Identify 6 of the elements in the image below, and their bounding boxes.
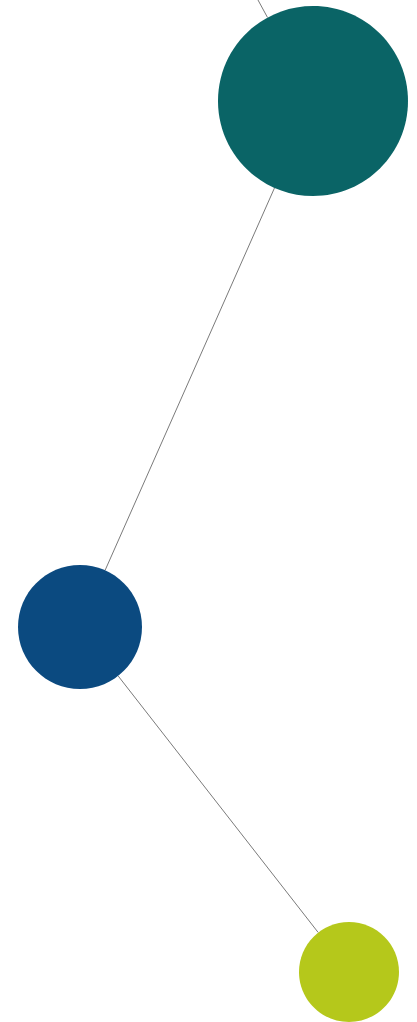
circle	[18, 565, 142, 689]
circle	[218, 6, 408, 196]
connector-line	[104, 187, 275, 571]
connector-line	[117, 675, 319, 933]
circle	[299, 922, 399, 1022]
connector-line	[257, 0, 268, 18]
